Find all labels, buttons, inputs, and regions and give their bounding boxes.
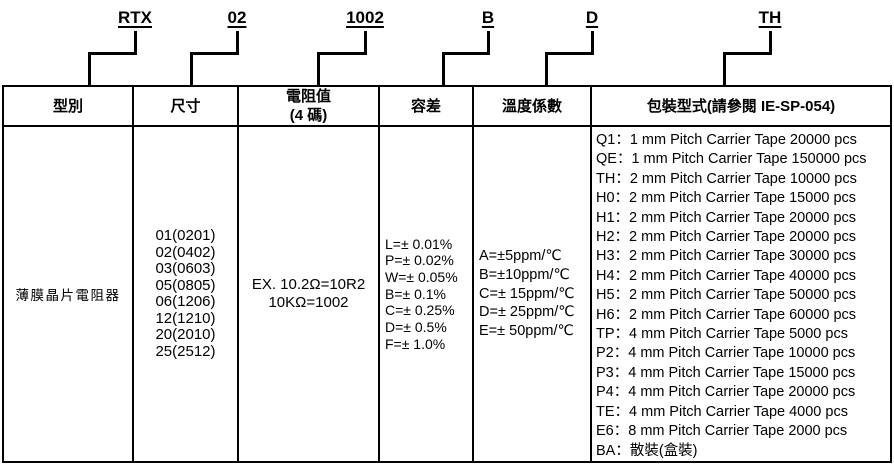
- tolerance-option: B=± 0.1%: [385, 285, 446, 302]
- table-body-row: 薄膜晶片電阻器 01(0201)02(0402)03(0603)05(0805)…: [4, 127, 890, 461]
- code-label-size: 02: [227, 8, 247, 27]
- size-option: 25(2512): [155, 342, 216, 360]
- packaging-option: P4：4 mm Pitch Carrier Tape 20000 pcs: [596, 384, 856, 401]
- tolerance-option: D=± 0.5%: [385, 319, 447, 336]
- packaging-option: P2：4 mm Pitch Carrier Tape 10000 pcs: [596, 345, 856, 362]
- code-label-tcr: D: [585, 8, 599, 27]
- packaging-option: H3：2 mm Pitch Carrier Tape 30000 pcs: [596, 248, 857, 265]
- type-value: 薄膜晶片電阻器: [15, 288, 121, 303]
- tcr-option: A=±5ppm/℃: [479, 248, 562, 265]
- packaging-option: TP：4 mm Pitch Carrier Tape 5000 pcs: [596, 326, 848, 343]
- header-packaging-label: 包裝型式(請參閱 IE-SP-054): [646, 97, 836, 115]
- header-size: 尺寸: [134, 87, 239, 125]
- packaging-option: TE：4 mm Pitch Carrier Tape 4000 pcs: [596, 403, 848, 420]
- cell-tolerance-options: L=± 0.01%P=± 0.02%W=± 0.05%B=± 0.1%C=± 0…: [380, 127, 474, 461]
- size-option: 03(0603): [155, 260, 216, 277]
- packaging-option: H6：2 mm Pitch Carrier Tape 60000 pcs: [596, 306, 857, 323]
- header-type-label: 型別: [52, 97, 83, 115]
- tcr-option: B=±10ppm/℃: [479, 266, 570, 283]
- size-option: 06(1206): [155, 293, 216, 310]
- header-tcr-label: 溫度係數: [501, 97, 562, 115]
- tcr-option: D=± 25ppm/℃: [479, 304, 575, 321]
- code-label-resistance: 1002: [346, 8, 384, 27]
- resistance-example-line2: 10KΩ=1002: [268, 294, 349, 311]
- part-number-table: 型別 尺寸 電阻值 (4 碼) 容差 溫度係數 包裝型式(請參閱 IE-SP-0…: [2, 85, 892, 463]
- packaging-option: H2：2 mm Pitch Carrier Tape 20000 pcs: [596, 229, 857, 246]
- packaging-option: QE：1 mm Pitch Carrier Tape 150000 pcs: [596, 151, 867, 168]
- header-size-label: 尺寸: [170, 97, 201, 115]
- header-resistance-label-line2: (4 碼): [289, 107, 328, 124]
- table-header-row: 型別 尺寸 電阻值 (4 碼) 容差 溫度係數 包裝型式(請參閱 IE-SP-0…: [4, 87, 890, 127]
- packaging-option: E6：8 mm Pitch Carrier Tape 2000 pcs: [596, 423, 848, 440]
- header-tolerance: 容差: [380, 87, 474, 125]
- packaging-option: TH：2 mm Pitch Carrier Tape 10000 pcs: [596, 170, 857, 187]
- packaging-option: H1：2 mm Pitch Carrier Tape 20000 pcs: [596, 209, 857, 226]
- header-resistance: 電阻值 (4 碼): [239, 87, 380, 125]
- size-option: 12(1210): [155, 309, 216, 327]
- code-label-type: RTX: [118, 8, 152, 27]
- resistance-example-line1: EX. 10.2Ω=10R2: [251, 276, 366, 293]
- code-label-packaging: TH: [758, 8, 782, 27]
- packaging-option: BA：散裝(盒裝): [596, 442, 698, 459]
- tcr-option: C=± 15ppm/℃: [479, 285, 575, 302]
- size-option: 05(0805): [155, 276, 216, 294]
- cell-size-options: 01(0201)02(0402)03(0603)05(0805)06(1206)…: [134, 127, 239, 461]
- packaging-option: H0：2 mm Pitch Carrier Tape 15000 pcs: [596, 190, 857, 207]
- cell-resistance-example: EX. 10.2Ω=10R2 10KΩ=1002: [239, 127, 380, 461]
- cell-type: 薄膜晶片電阻器: [4, 127, 134, 461]
- tolerance-option: W=± 0.05%: [385, 268, 458, 285]
- tolerance-option: C=± 0.25%: [385, 302, 455, 319]
- tolerance-option: L=± 0.01%: [385, 235, 453, 252]
- size-option: 20(2010): [155, 326, 216, 343]
- packaging-option: Q1：1 mm Pitch Carrier Tape 20000 pcs: [596, 132, 857, 148]
- code-label-tolerance: B: [481, 8, 495, 27]
- size-option: 02(0402): [155, 243, 216, 261]
- header-tolerance-label: 容差: [410, 97, 441, 115]
- tolerance-option: F=± 1.0%: [385, 335, 446, 352]
- tcr-option: E=± 50ppm/℃: [479, 323, 574, 340]
- header-type: 型別: [4, 87, 134, 125]
- size-option: 01(0201): [155, 227, 216, 244]
- tolerance-option: P=± 0.02%: [385, 252, 454, 269]
- header-resistance-label-line1: 電阻值: [285, 88, 331, 105]
- header-packaging: 包裝型式(請參閱 IE-SP-054): [592, 87, 890, 125]
- packaging-option: H5：2 mm Pitch Carrier Tape 50000 pcs: [596, 287, 857, 304]
- packaging-option: P3：4 mm Pitch Carrier Tape 15000 pcs: [596, 364, 856, 381]
- packaging-option: H4：2 mm Pitch Carrier Tape 40000 pcs: [596, 267, 857, 284]
- header-tcr: 溫度係數: [474, 87, 592, 125]
